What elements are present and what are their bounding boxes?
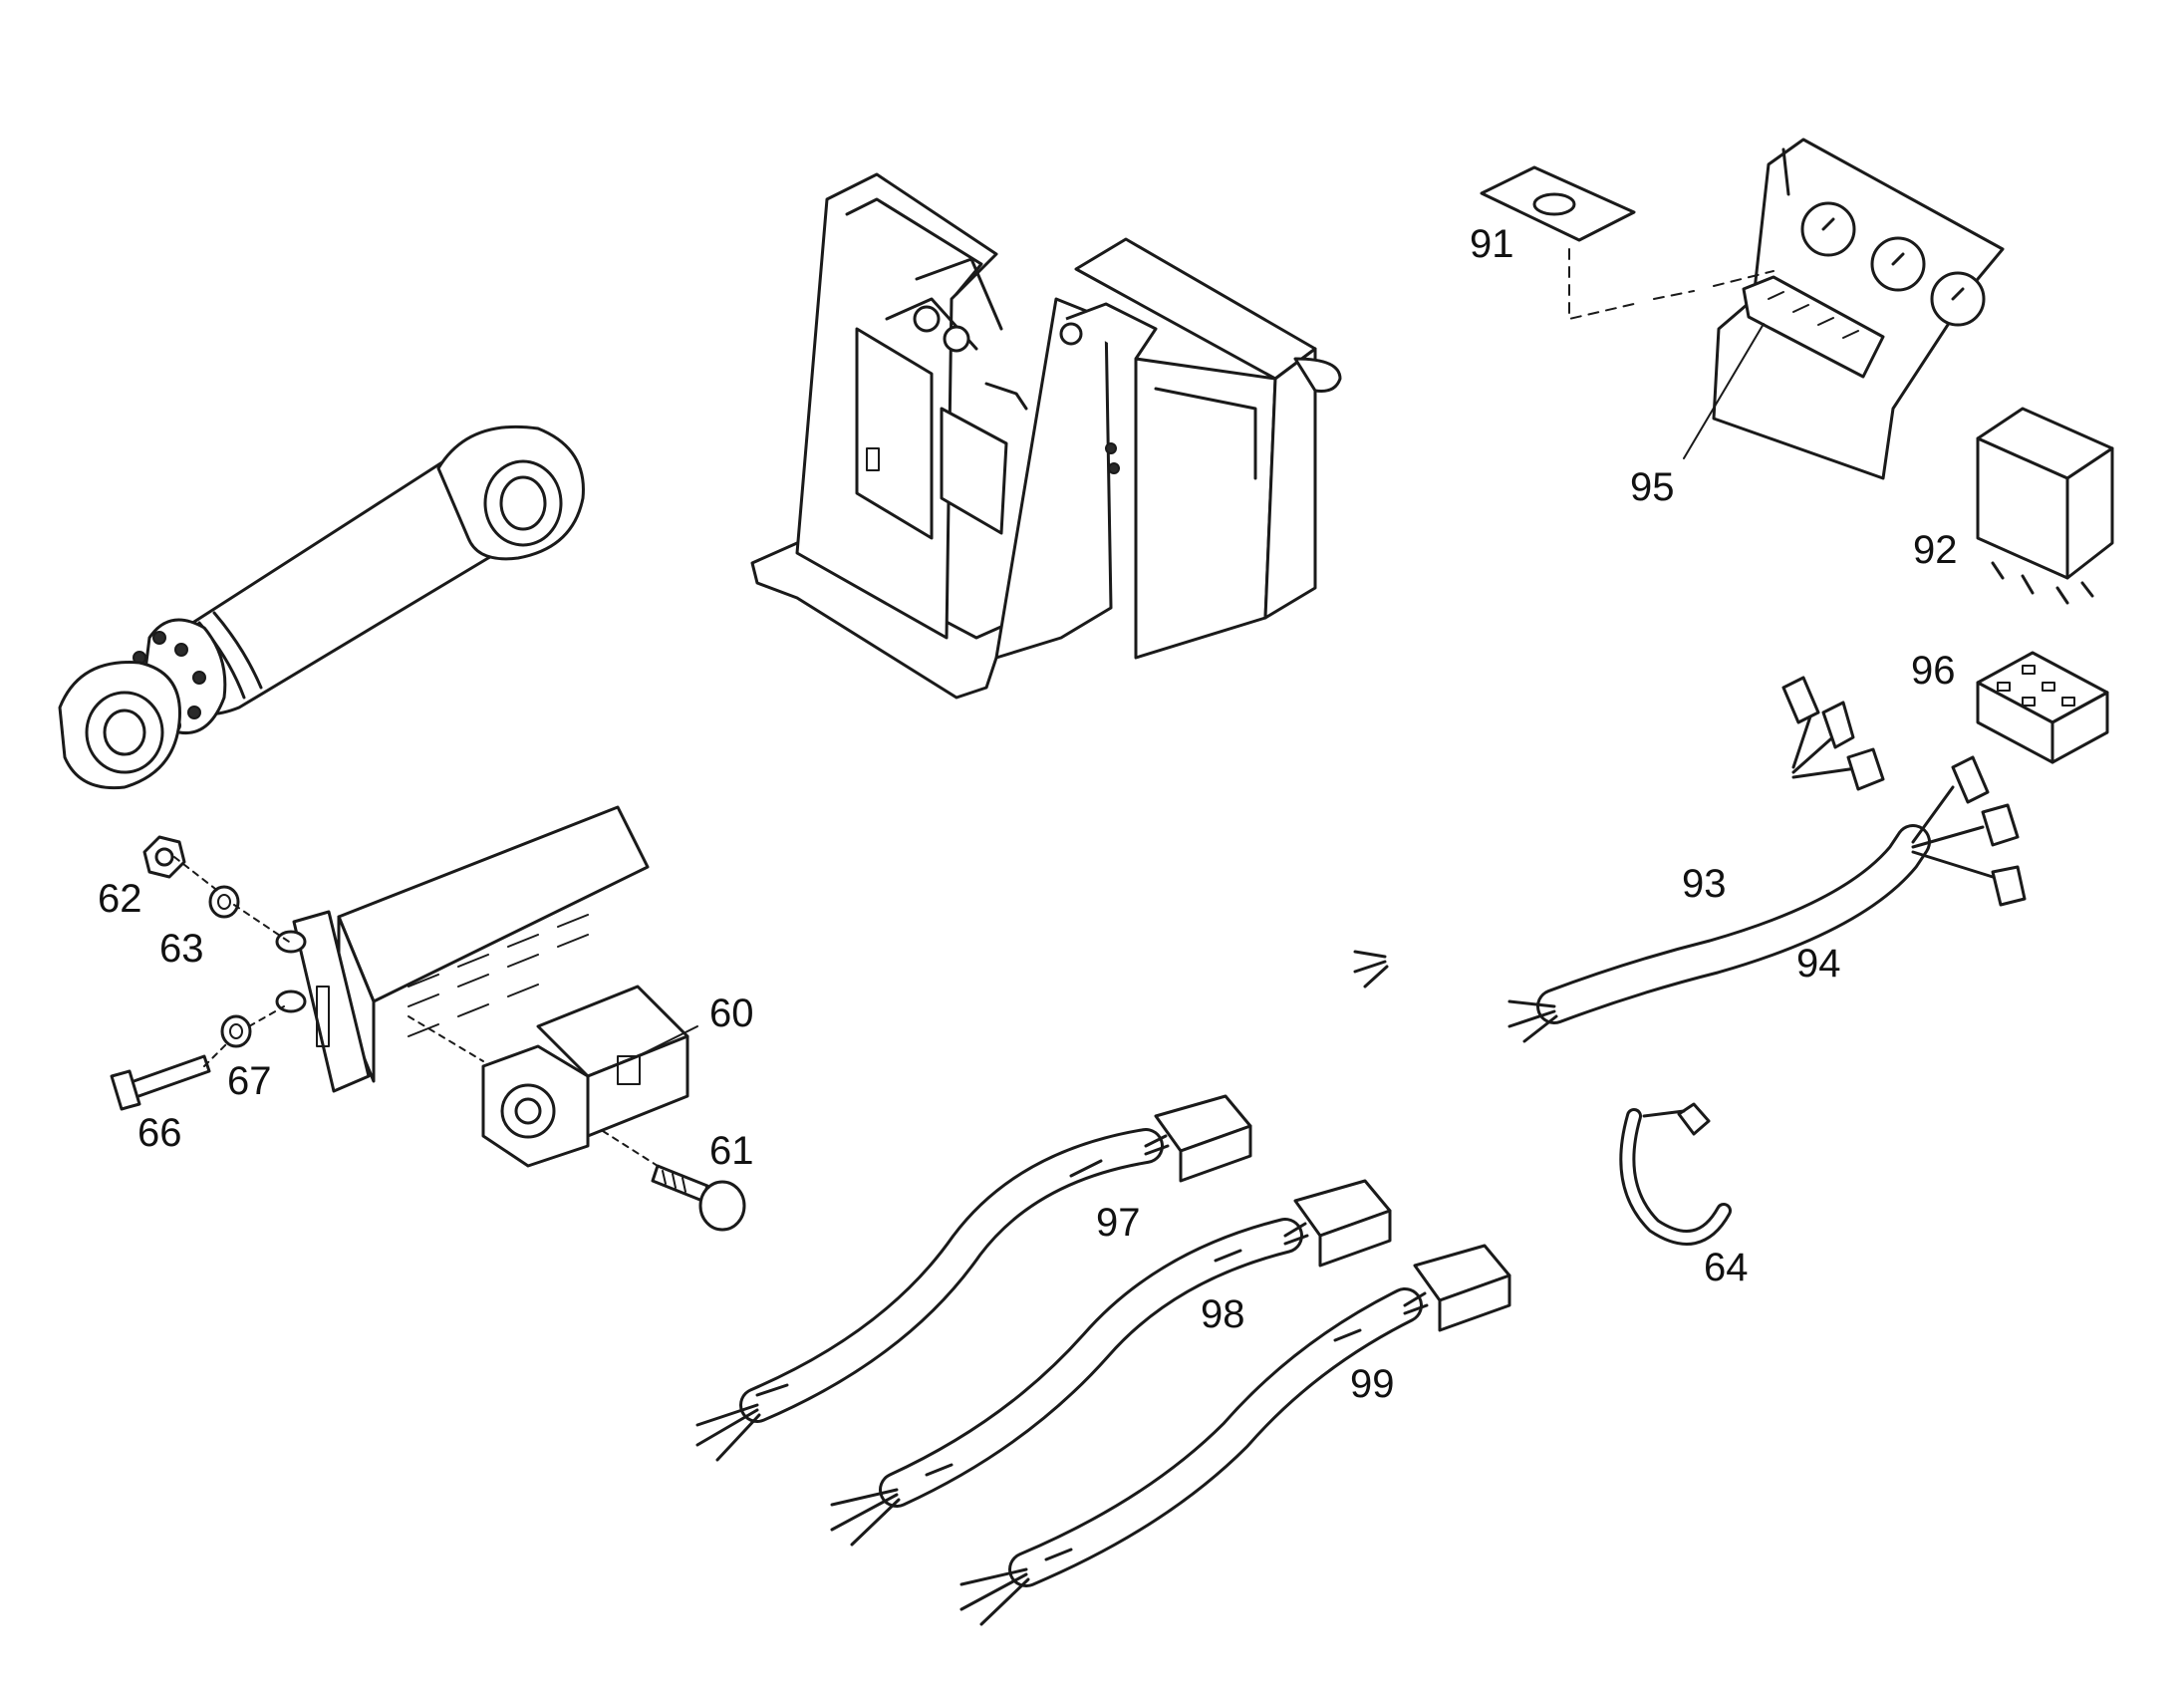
callout-67: 67 xyxy=(227,1059,272,1103)
leader-95 xyxy=(1683,323,1765,459)
harness-99 xyxy=(959,1244,1511,1626)
callout-62: 62 xyxy=(98,877,142,921)
callout-63: 63 xyxy=(159,927,204,971)
callout-99: 99 xyxy=(1350,1362,1395,1406)
assembly-line-sensor xyxy=(408,1015,484,1062)
part-63-washer xyxy=(208,885,240,919)
part-64-hose-clamp xyxy=(1619,1102,1732,1246)
assembly-lines-bracket xyxy=(173,856,290,1067)
leader-91-95 xyxy=(1568,248,1774,320)
callout-64: 64 xyxy=(1704,1246,1749,1289)
instrument-panel xyxy=(1712,138,2005,480)
harness-93 xyxy=(1353,676,1885,989)
part-62-nut xyxy=(142,835,186,879)
leader-60 xyxy=(637,1025,698,1057)
part-92-relay xyxy=(1976,407,2114,605)
part-91-pad xyxy=(1480,165,1636,242)
callout-61: 61 xyxy=(709,1129,754,1173)
part-96-socket xyxy=(1976,651,2109,764)
callout-96: 96 xyxy=(1911,649,1956,693)
part-66-bolt xyxy=(110,1054,211,1111)
mounting-bracket xyxy=(275,805,650,1093)
harness-98 xyxy=(830,1179,1392,1547)
part-60-sensor xyxy=(481,985,689,1168)
callout-93: 93 xyxy=(1682,862,1727,906)
callout-91: 91 xyxy=(1470,222,1514,266)
part-67-washer xyxy=(220,1014,252,1048)
hydraulic-cylinder xyxy=(58,424,585,790)
callout-95: 95 xyxy=(1630,465,1675,509)
callout-92: 92 xyxy=(1913,528,1958,572)
callout-94: 94 xyxy=(1796,942,1841,986)
callout-97: 97 xyxy=(1096,1201,1141,1245)
assembly-line-bolt61 xyxy=(602,1130,659,1167)
callout-60: 60 xyxy=(709,991,754,1035)
harness-94 xyxy=(1507,755,2027,1043)
callout-66: 66 xyxy=(137,1111,182,1155)
callout-98: 98 xyxy=(1201,1292,1245,1336)
cab-frame-assembly xyxy=(750,172,1342,700)
harness-97 xyxy=(695,1094,1252,1462)
part-61-bolt xyxy=(651,1164,746,1232)
